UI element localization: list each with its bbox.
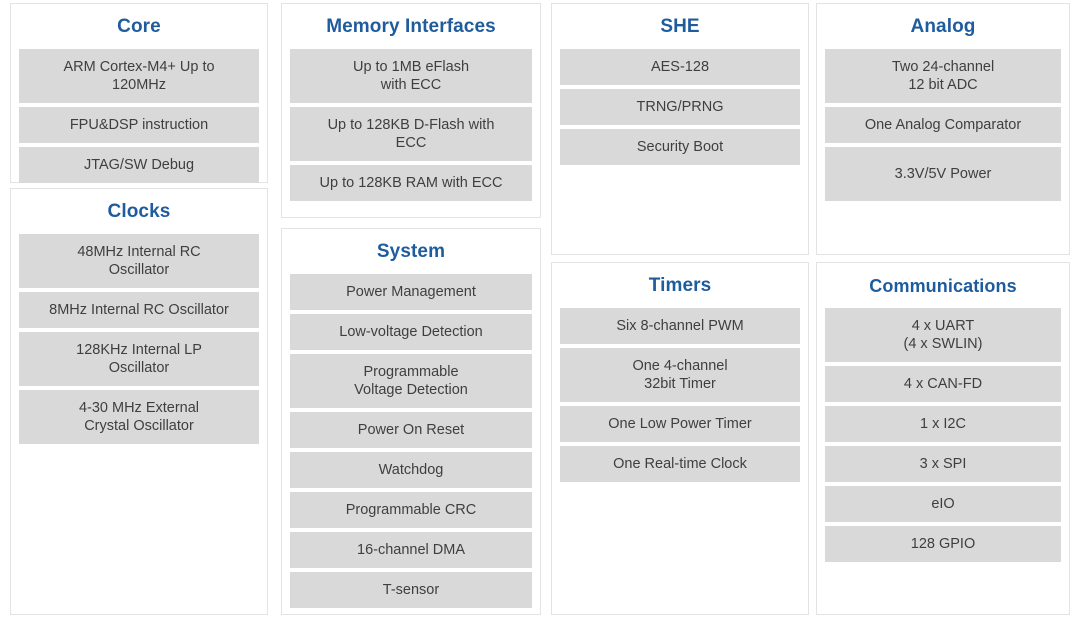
item-comms-2: 1 x I2C xyxy=(825,406,1061,442)
item-system-3: Power On Reset xyxy=(290,412,532,448)
item-clocks-2: 128KHz Internal LP Oscillator xyxy=(19,332,259,386)
panel-items-core: ARM Cortex-M4+ Up to 120MHz FPU&DSP inst… xyxy=(11,49,267,195)
item-she-2: Security Boot xyxy=(560,129,800,165)
item-comms-4: eIO xyxy=(825,486,1061,522)
item-comms-3: 3 x SPI xyxy=(825,446,1061,482)
item-core-1: FPU&DSP instruction xyxy=(19,107,259,143)
panel-title-she: SHE xyxy=(660,16,700,37)
item-clocks-3: 4-30 MHz External Crystal Oscillator xyxy=(19,390,259,444)
panel-title-system: System xyxy=(376,241,446,262)
item-timers-1: One 4-channel 32bit Timer xyxy=(560,348,800,402)
item-system-1: Low-voltage Detection xyxy=(290,314,532,350)
item-system-7: T-sensor xyxy=(290,572,532,608)
item-analog-0: Two 24-channel 12 bit ADC xyxy=(825,49,1061,103)
panel-title-clocks: Clocks xyxy=(107,201,171,222)
panel-memory-interfaces: Memory Interfaces Up to 1MB eFlash with … xyxy=(281,3,541,218)
panel-analog: Analog Two 24-channel 12 bit ADC One Ana… xyxy=(816,3,1070,255)
panel-items-system: Power Management Low-voltage Detection P… xyxy=(282,274,540,620)
item-memory-2: Up to 128KB RAM with ECC xyxy=(290,165,532,201)
panel-clocks: Clocks 48MHz Internal RC Oscillator 8MHz… xyxy=(10,188,268,615)
item-comms-1: 4 x CAN-FD xyxy=(825,366,1061,402)
panel-items-timers: Six 8-channel PWM One 4-channel 32bit Ti… xyxy=(552,308,808,494)
item-system-6: 16-channel DMA xyxy=(290,532,532,568)
item-system-0: Power Management xyxy=(290,274,532,310)
item-analog-1: One Analog Comparator xyxy=(825,107,1061,143)
panel-title-timers: Timers xyxy=(648,275,712,296)
item-core-2: JTAG/SW Debug xyxy=(19,147,259,183)
panel-items-comms: 4 x UART (4 x SWLIN) 4 x CAN-FD 1 x I2C … xyxy=(817,308,1069,574)
panel-core: Core ARM Cortex-M4+ Up to 120MHz FPU&DSP… xyxy=(10,3,268,183)
panel-communications: Communications 4 x UART (4 x SWLIN) 4 x … xyxy=(816,262,1070,615)
panel-timers: Timers Six 8-channel PWM One 4-channel 3… xyxy=(551,262,809,615)
item-clocks-0: 48MHz Internal RC Oscillator xyxy=(19,234,259,288)
item-timers-3: One Real-time Clock xyxy=(560,446,800,482)
item-system-5: Programmable CRC xyxy=(290,492,532,528)
panel-system: System Power Management Low-voltage Dete… xyxy=(281,228,541,615)
item-memory-0: Up to 1MB eFlash with ECC xyxy=(290,49,532,103)
panel-she: SHE AES-128 TRNG/PRNG Security Boot xyxy=(551,3,809,255)
item-system-4: Watchdog xyxy=(290,452,532,488)
panel-title-core: Core xyxy=(117,16,161,37)
panel-items-she: AES-128 TRNG/PRNG Security Boot xyxy=(552,49,808,177)
item-clocks-1: 8MHz Internal RC Oscillator xyxy=(19,292,259,328)
item-comms-0: 4 x UART (4 x SWLIN) xyxy=(825,308,1061,362)
panel-title-memory: Memory Interfaces xyxy=(326,16,496,37)
panel-items-memory: Up to 1MB eFlash with ECC Up to 128KB D-… xyxy=(282,49,540,213)
item-analog-2: 3.3V/5V Power xyxy=(825,147,1061,201)
panel-title-comms: Communications xyxy=(869,276,1017,296)
panel-items-clocks: 48MHz Internal RC Oscillator 8MHz Intern… xyxy=(11,234,267,456)
panel-items-analog: Two 24-channel 12 bit ADC One Analog Com… xyxy=(817,49,1069,213)
item-she-0: AES-128 xyxy=(560,49,800,85)
item-core-0: ARM Cortex-M4+ Up to 120MHz xyxy=(19,49,259,103)
item-memory-1: Up to 128KB D-Flash with ECC xyxy=(290,107,532,161)
panel-title-analog: Analog xyxy=(910,16,976,37)
item-timers-2: One Low Power Timer xyxy=(560,406,800,442)
item-she-1: TRNG/PRNG xyxy=(560,89,800,125)
item-system-2: Programmable Voltage Detection xyxy=(290,354,532,408)
item-comms-5: 128 GPIO xyxy=(825,526,1061,562)
item-timers-0: Six 8-channel PWM xyxy=(560,308,800,344)
